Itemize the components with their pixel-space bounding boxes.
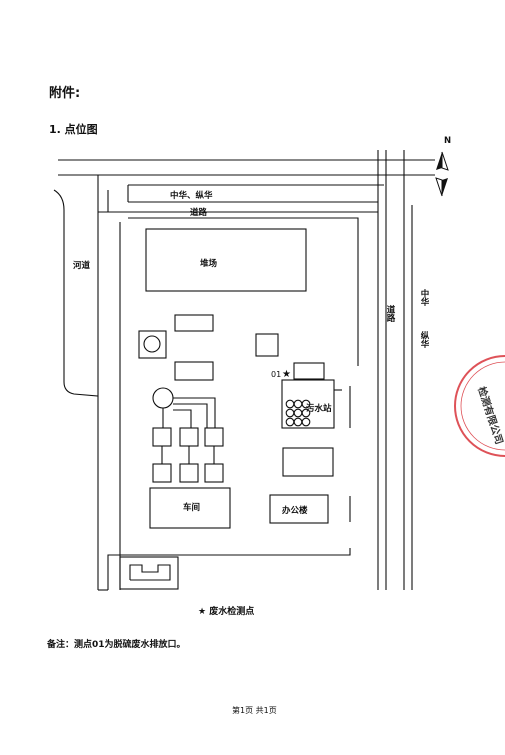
road-label-east-top: 中华 xyxy=(419,288,429,307)
page-footer: 第1页 共1页 xyxy=(232,706,277,715)
wastewater-station xyxy=(281,379,335,429)
tank-icon xyxy=(301,417,311,427)
workshop-building xyxy=(149,487,231,529)
gate-outline xyxy=(129,564,171,581)
pipe-line xyxy=(173,403,208,428)
process-unit xyxy=(204,463,224,483)
north-label: N xyxy=(444,136,451,146)
tank-icon xyxy=(301,399,311,409)
pipe-line xyxy=(173,409,192,428)
small-building xyxy=(255,333,279,357)
tank-icon xyxy=(143,335,161,353)
point-marker-icon: ★ xyxy=(282,369,291,380)
river-label: 河道 xyxy=(73,260,91,271)
process-unit xyxy=(204,427,224,447)
road-label-north: 中华、纵华 xyxy=(170,190,213,201)
small-building xyxy=(293,362,325,380)
site-boundary xyxy=(107,548,351,590)
site-boundary xyxy=(128,217,359,366)
legend-text: ★ 废水检测点 xyxy=(198,607,255,617)
svg-text:检测有限公司: 检测有限公司 xyxy=(475,385,505,446)
office-label: 办公楼 xyxy=(282,505,308,516)
road-label-inner-right: 道路 xyxy=(385,304,395,323)
yard-building xyxy=(145,228,307,292)
process-unit xyxy=(179,427,199,447)
process-tank-icon xyxy=(152,387,174,409)
yard-label: 堆场 xyxy=(200,258,218,269)
road-label-east-bottom: 纵华 xyxy=(419,330,429,349)
tank-structure xyxy=(138,330,167,359)
note-text: 备注：测点01为脱硫废水排放口。 xyxy=(47,640,186,650)
small-building xyxy=(282,447,334,477)
attachment-label: 附件: xyxy=(49,86,81,101)
process-unit xyxy=(152,427,172,447)
section-title: 1. 点位图 xyxy=(49,123,98,136)
tank-icon xyxy=(285,399,295,409)
tank-icon xyxy=(301,408,311,418)
tank-icon xyxy=(285,417,295,427)
gate-structure xyxy=(119,556,179,590)
river-outline xyxy=(53,189,99,397)
process-unit xyxy=(179,463,199,483)
small-building xyxy=(174,361,214,381)
workshop-label: 车间 xyxy=(183,502,200,513)
office-building xyxy=(269,494,329,524)
road-label-inner-top: 道路 xyxy=(190,207,208,218)
north-arrow-icon: N xyxy=(435,136,451,197)
point-id-label: 01 xyxy=(271,370,281,379)
tank-icon xyxy=(293,399,303,409)
tank-icon xyxy=(293,408,303,418)
process-unit xyxy=(152,463,172,483)
company-seal: 检测有限公司 xyxy=(454,355,505,457)
pipe-line xyxy=(173,397,216,428)
wastewater-label: 污水站 xyxy=(306,403,332,414)
tank-icon xyxy=(293,417,303,427)
small-building xyxy=(174,314,214,332)
tank-icon xyxy=(285,408,295,418)
